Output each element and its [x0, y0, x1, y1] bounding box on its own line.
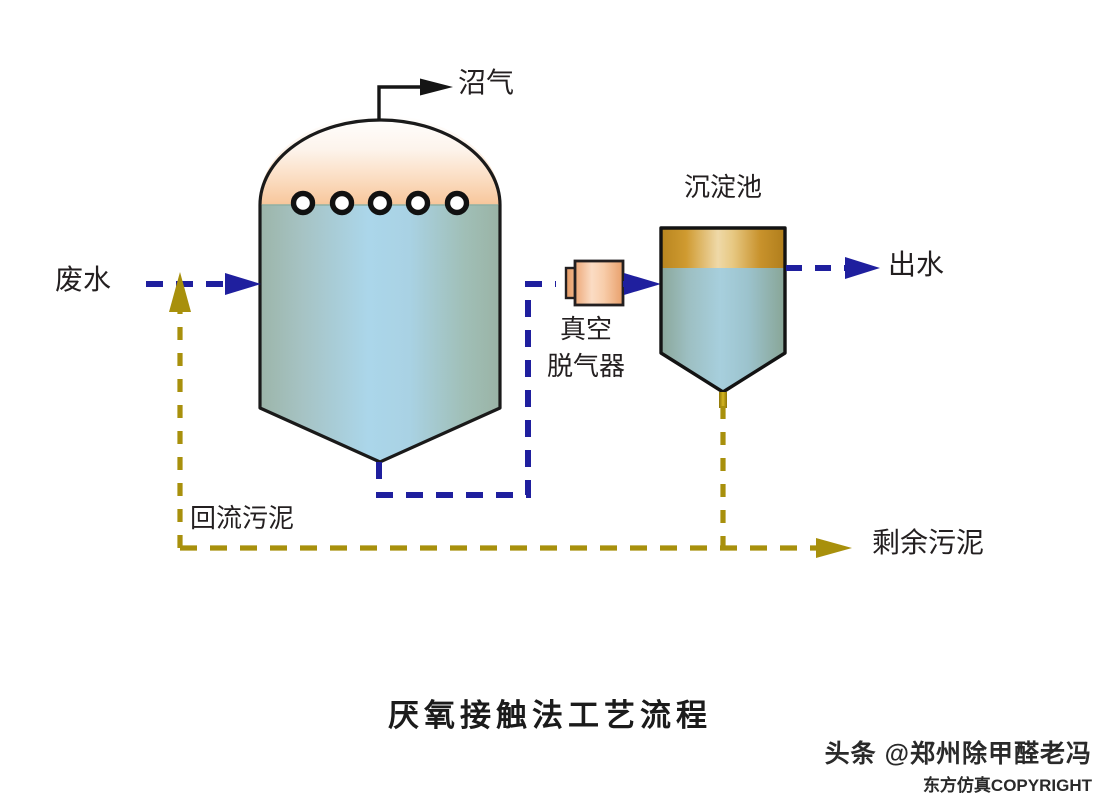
label-vacuum-degasser-line1: 真空: [560, 315, 613, 344]
excess-sludge-arrowhead: [816, 538, 852, 558]
gas-port-4: [405, 190, 431, 216]
reactor-outlet-stream: [376, 281, 556, 498]
settler-water: [661, 268, 785, 392]
reactor-liquid: [260, 205, 500, 462]
settler-sludge-stub: [719, 392, 727, 408]
vacuum-degasser: [564, 259, 625, 307]
anaerobic-reactor: [258, 115, 502, 464]
effluent-arrowhead: [845, 257, 880, 279]
degasser-body: [573, 259, 625, 307]
label-effluent: 出水: [888, 250, 945, 281]
label-vacuum-degasser-line2: 脱气器: [547, 352, 626, 381]
degasser-outlet-arrowhead: [624, 273, 661, 295]
gas-port-1: [290, 190, 316, 216]
diagram-title: 厌氧接触法工艺流程: [388, 698, 712, 733]
settler-scum-layer: [661, 228, 785, 268]
watermark: 头条 @郑州除甲醛老冯 东方仿真COPYRIGHT: [825, 734, 1092, 796]
reactor-gas-space: [260, 115, 500, 205]
gas-port-2: [329, 190, 355, 216]
label-excess-sludge: 剩余污泥: [872, 528, 985, 559]
label-wastewater: 废水: [55, 265, 112, 296]
effluent-stream: [786, 257, 880, 279]
label-biogas: 沼气: [458, 68, 515, 99]
gas-port-3: [367, 190, 393, 216]
settling-tank: [659, 226, 787, 408]
biogas-stream: [377, 78, 453, 120]
settler-outline: [659, 226, 787, 394]
wastewater-arrowhead: [225, 273, 261, 295]
return-sludge-arrowhead: [169, 272, 191, 312]
wastewater-stream: [146, 273, 261, 295]
watermark-sub: 东方仿真COPYRIGHT: [922, 776, 1092, 795]
reactor-to-degasser-line: [376, 281, 556, 498]
watermark-main: 头条 @郑州除甲醛老冯: [824, 740, 1092, 768]
sludge-stream: [169, 272, 852, 558]
biogas-pipe: [377, 85, 420, 120]
label-settling-tank: 沉淀池: [684, 173, 763, 202]
reactor-outline: [258, 118, 502, 464]
label-return-sludge: 回流污泥: [190, 504, 295, 533]
gas-port-5: [444, 190, 470, 216]
reactor-gas-ports: [290, 190, 470, 216]
degasser-to-settler-stream: [623, 273, 661, 295]
biogas-arrowhead: [420, 78, 453, 96]
